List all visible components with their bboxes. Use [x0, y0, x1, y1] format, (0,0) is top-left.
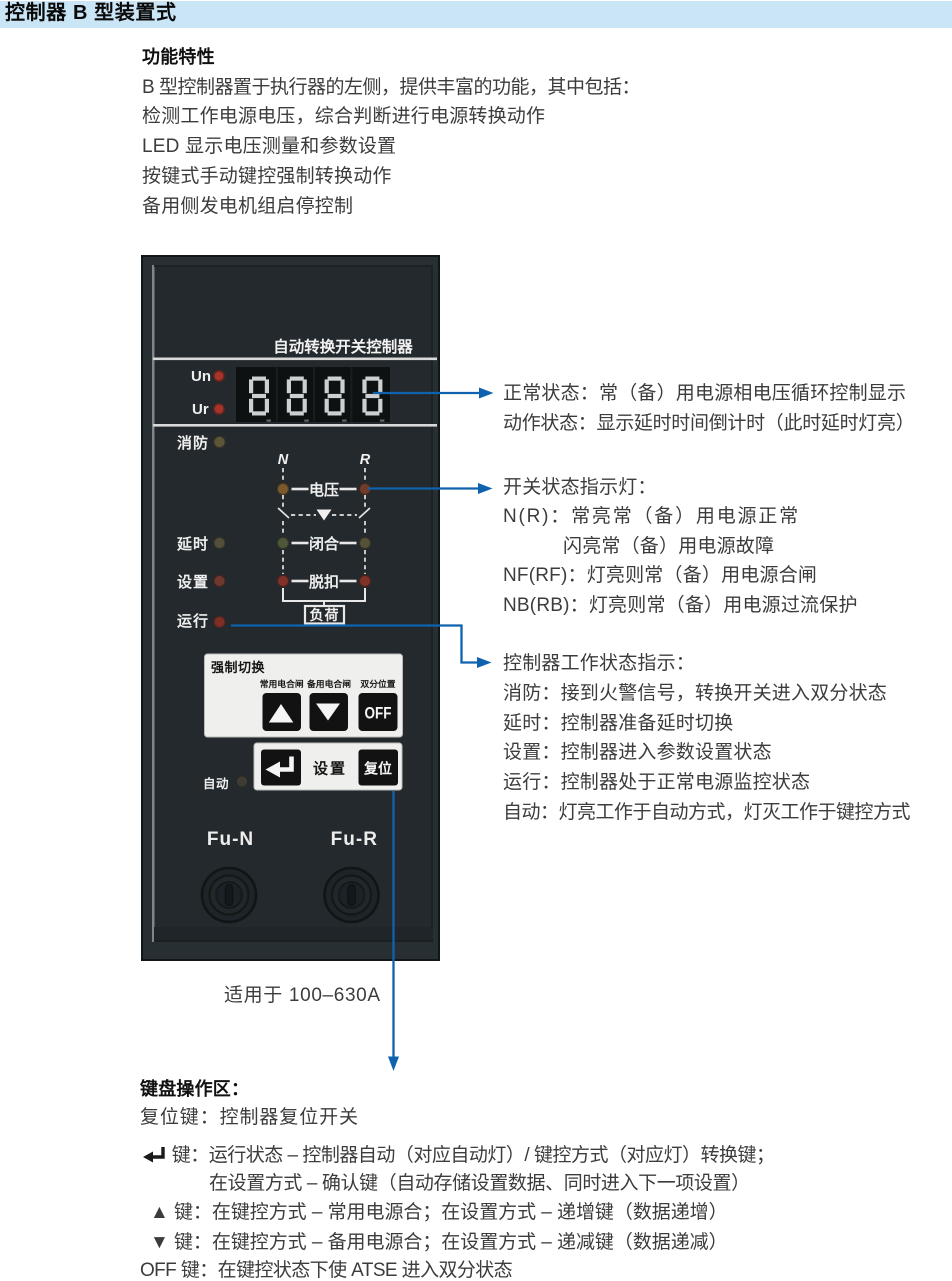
svg-text:双分位置: 双分位置 — [360, 678, 395, 689]
svg-text:脱扣: 脱扣 — [309, 573, 339, 591]
svg-text:自动转换开关控制器: 自动转换开关控制器 — [273, 337, 413, 356]
svg-text:OFF: OFF — [365, 704, 392, 723]
svg-text:电压: 电压 — [309, 481, 339, 499]
svg-text:延时: 延时 — [176, 535, 209, 553]
svg-text:强制切换: 强制切换 — [211, 660, 266, 675]
svg-text:运行: 运行 — [177, 612, 209, 630]
svg-text:消防: 消防 — [177, 434, 209, 452]
svg-text:设置: 设置 — [313, 761, 347, 778]
svg-text:Fu-R: Fu-R — [331, 829, 378, 850]
svg-text:Ur: Ur — [192, 401, 209, 418]
svg-text:R: R — [360, 452, 371, 468]
svg-text:自动: 自动 — [203, 776, 229, 791]
svg-text:负荷: 负荷 — [310, 607, 340, 623]
svg-text:闭合: 闭合 — [309, 535, 340, 553]
svg-text:设置: 设置 — [177, 574, 209, 591]
svg-text:N: N — [278, 452, 289, 468]
svg-text:复位: 复位 — [363, 761, 392, 777]
svg-text:备用电合闸: 备用电合闸 — [306, 678, 351, 689]
svg-text:Un: Un — [191, 368, 211, 385]
svg-text:常用电合闸: 常用电合闸 — [260, 678, 304, 689]
svg-text:Fu-N: Fu-N — [207, 829, 254, 850]
